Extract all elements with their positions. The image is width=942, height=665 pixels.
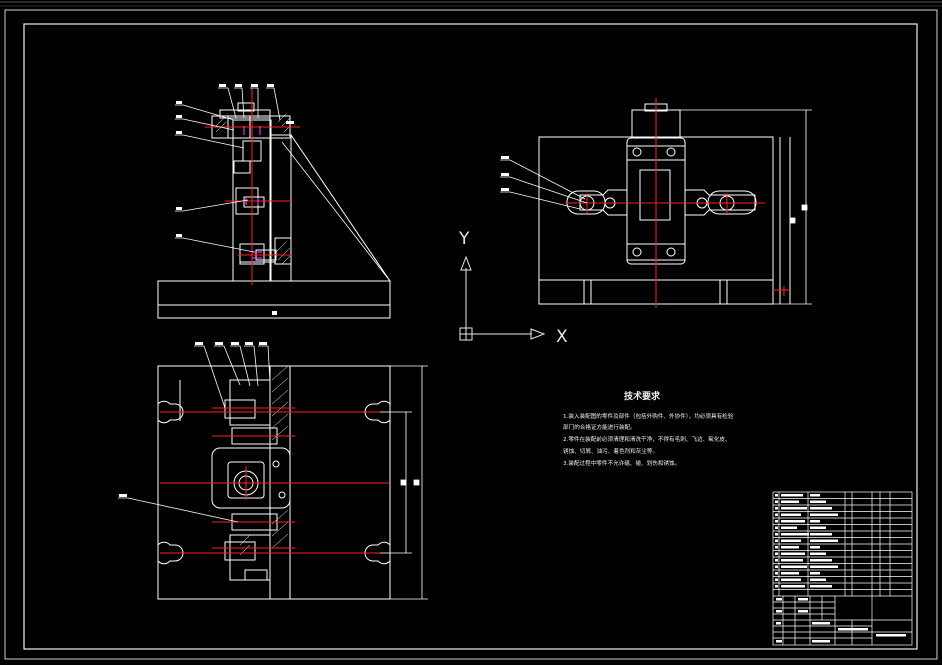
bom-material-block: [810, 507, 832, 510]
side-view-balloon-numbers: [501, 156, 509, 191]
bom-index-block: [775, 507, 778, 510]
title-block-text-block: [776, 622, 781, 625]
front-view-balloon-leaders: [175, 87, 391, 282]
title-block-text-block: [838, 628, 868, 631]
bom-index-block: [775, 552, 778, 555]
bom-material-block: [810, 520, 820, 523]
bom-index-block: [775, 565, 778, 568]
bom-table: [773, 498, 912, 590]
tech-req-line-4: 锈蚀、切屑、油污、着色剂和灰尘等。: [563, 447, 658, 455]
top-view-balloon-leaders: [118, 345, 271, 523]
technical-requirements: 技术要求 1.装入装配图的零件及部件（包括外购件、外协件），均必须具有检验 部门…: [563, 390, 734, 467]
tech-req-line-5: 3.装配过程中零件不允许磕、碰、划伤和锈蚀。: [563, 459, 680, 467]
bom-text-blocks: [775, 494, 906, 643]
bom-material-block: [810, 500, 826, 503]
bom-name-block: [781, 565, 807, 568]
front-view-balloon-numbers: [176, 84, 294, 315]
title-block-text-block: [812, 640, 830, 643]
tech-req-line-2: 部门的合格证方能进行装配。: [563, 423, 636, 431]
ucs-icon: [459, 255, 546, 341]
bom-name-block: [781, 552, 805, 555]
bom-material-block: [810, 533, 832, 536]
bom-name-block: [781, 572, 799, 575]
bom-material-block: [810, 494, 820, 497]
bom-index-block: [775, 494, 778, 497]
bom-index-block: [775, 585, 778, 588]
bom-index-block: [775, 572, 778, 575]
tech-req-line-3: 2.零件在装配前必须清理和清洗干净，不得有毛刺、飞边、氧化皮、: [563, 435, 731, 443]
top-view-dimension-text: [413, 479, 420, 486]
bom-name-block: [781, 533, 809, 536]
bom-name-block: [781, 526, 797, 529]
title-block-text-block: [776, 610, 782, 613]
top-view-dimension: [380, 365, 428, 600]
title-block-text-block: [776, 640, 782, 643]
bom-index-block: [775, 559, 778, 562]
top-view-balloon-numbers: [119, 342, 267, 497]
side-view-dimension-text: [801, 204, 808, 211]
top-view-clamp-plate: [211, 447, 291, 509]
bom-material-block: [810, 526, 826, 529]
bom-name-block: [781, 585, 805, 588]
bom-name-block: [781, 507, 807, 510]
bom-material-block: [810, 539, 838, 542]
title-block-frame: [772, 491, 913, 646]
bom-index-block: [775, 526, 778, 529]
bom-name-block: [781, 578, 801, 581]
bom-material-block: [810, 572, 820, 575]
bom-name-block: [781, 494, 803, 497]
title-block-text-block: [776, 598, 782, 601]
sheet-outer-border: [4, 9, 938, 660]
ucs-y-label: Y: [458, 229, 470, 249]
side-view-balloon-leaders: [500, 159, 588, 210]
bom-index-block: [775, 500, 778, 503]
title-block-text-block: [798, 598, 808, 601]
front-view-dimension-text: [272, 311, 277, 315]
bom-name-block: [781, 520, 805, 523]
front-view-hidden-details: [243, 126, 262, 259]
title-block-text-block: [812, 622, 830, 625]
tech-req-title: 技术要求: [624, 390, 661, 402]
sheet-inner-border: [23, 23, 918, 650]
bom-material-block: [810, 578, 826, 581]
bom-index-block: [775, 539, 778, 542]
ucs-x-label: X: [556, 327, 568, 347]
top-view-centerlines: [160, 407, 390, 554]
side-view-dimension: [680, 109, 812, 305]
bom-index-block: [775, 533, 778, 536]
bom-material-block: [810, 546, 820, 549]
title-block-text-block: [798, 610, 808, 613]
bom-material-block: [810, 513, 838, 516]
bom-name-block: [781, 546, 799, 549]
bom-material-block: [810, 565, 838, 568]
bom-index-block: [775, 578, 778, 581]
title-block-text-block: [876, 634, 906, 637]
bom-index-block: [775, 513, 778, 516]
bom-name-block: [781, 500, 799, 503]
bom-name-block: [781, 513, 801, 516]
title-block: [772, 491, 913, 646]
bom-material-block: [810, 559, 832, 562]
bom-name-block: [781, 559, 803, 562]
side-view-centerlines: [565, 98, 790, 308]
bom-name-block: [781, 539, 801, 542]
bom-index-block: [775, 546, 778, 549]
bom-material-block: [810, 585, 832, 588]
bom-material-block: [810, 552, 826, 555]
tech-req-line-1: 1.装入装配图的零件及部件（包括外购件、外协件），均必须具有检验: [563, 412, 734, 420]
bom-index-block: [775, 520, 778, 523]
